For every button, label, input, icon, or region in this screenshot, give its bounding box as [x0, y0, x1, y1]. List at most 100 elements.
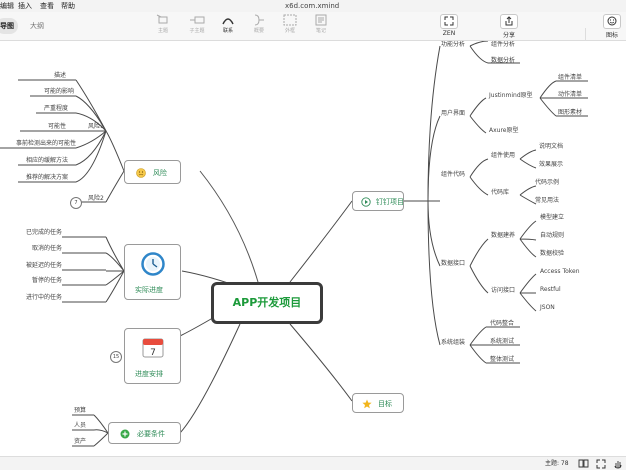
progress-item-delayed[interactable]: 被延迟的任务 — [25, 262, 62, 269]
library-item-usage[interactable]: 常见用法 — [535, 197, 560, 204]
access-interface-label[interactable]: 访问接口 — [491, 287, 516, 294]
relationship-button[interactable]: 联系 — [213, 14, 243, 40]
usage-item-demo[interactable]: 效果展示 — [539, 161, 564, 168]
feature-item-components[interactable]: 组件分析 — [491, 41, 516, 48]
window-title: x6d.com.xmind — [285, 2, 340, 10]
risk-item-likelihood[interactable]: 可能性 — [47, 123, 66, 130]
boundary-button[interactable]: 外框 — [275, 14, 305, 40]
risk-item-impact[interactable]: 可能的影响 — [43, 88, 74, 95]
progress-item-paused[interactable]: 暂停的任务 — [31, 277, 62, 284]
branch-actual-progress[interactable]: 实际进度 — [124, 244, 181, 300]
justinmind-label[interactable]: Justinmind原型 — [489, 92, 533, 99]
menu-bar: 编辑 插入 查看 帮助 x6d.com.xmind — [0, 0, 626, 12]
risk2-label[interactable]: 风险2 — [88, 195, 104, 202]
relationship-icon — [222, 18, 234, 25]
branch-requirements[interactable]: 必要条件 — [108, 422, 181, 444]
branch-milestones-title: 钉钉项目 — [376, 198, 404, 206]
tab-map-view[interactable]: 导图 — [0, 18, 18, 34]
assembly-item-overall-test[interactable]: 整体测试 — [490, 356, 515, 363]
build-item-model[interactable]: 模型建立 — [540, 214, 565, 221]
branch-schedule-title: 进度安排 — [135, 370, 163, 378]
access-item-json[interactable]: JSON — [540, 304, 555, 311]
progress-item-completed[interactable]: 已完成的任务 — [25, 229, 62, 236]
code-library-label[interactable]: 代码库 — [491, 189, 510, 196]
access-item-restful[interactable]: Restful — [540, 286, 561, 293]
zen-button[interactable]: ZEN — [434, 14, 464, 40]
book-icon[interactable] — [578, 459, 589, 468]
build-item-rules[interactable]: 自动规则 — [540, 232, 565, 239]
summary-button[interactable]: 概要 — [244, 14, 274, 40]
feature-analysis-label[interactable]: 功能分析 — [441, 41, 466, 48]
star-icon — [362, 399, 372, 409]
topic-button[interactable]: 主题 — [148, 14, 178, 40]
note-button[interactable]: 笔记 — [306, 14, 336, 40]
axure-label[interactable]: Axure原型 — [489, 127, 519, 134]
risk1-label[interactable]: 风险1 — [88, 123, 104, 130]
data-build-label[interactable]: 数据建养 — [491, 232, 516, 239]
zen-box — [440, 14, 458, 29]
progress-item-in-progress[interactable]: 进行中的任务 — [25, 294, 62, 301]
share-box — [500, 14, 518, 29]
topic-icon — [156, 14, 168, 24]
justinmind-item-actions[interactable]: 动作清单 — [558, 91, 583, 98]
boundary-label: 外框 — [284, 28, 295, 34]
status-bar: 主题: 78 — [0, 456, 626, 470]
feature-item-data[interactable]: 数据分析 — [491, 57, 516, 64]
collapsed-count-badge[interactable]: 15 — [110, 351, 122, 363]
build-item-validation[interactable]: 数据校验 — [540, 250, 565, 257]
menu-help[interactable]: 帮助 — [61, 2, 75, 10]
assembly-item-code-merge[interactable]: 代码整合 — [490, 320, 515, 327]
collapsed-count-badge[interactable]: 7 — [70, 197, 82, 209]
calendar-day: 7 — [150, 348, 156, 358]
branch-goal[interactable]: 目标 — [352, 393, 404, 413]
justinmind-item-assets[interactable]: 图形素材 — [558, 109, 583, 116]
branch-milestones[interactable]: 钉钉项目 — [352, 191, 404, 211]
branch-requirements-title: 必要条件 — [137, 430, 165, 438]
system-assembly-label[interactable]: 系统组装 — [441, 339, 466, 346]
fullscreen-icon — [444, 16, 454, 26]
share-button[interactable]: 分享 — [494, 14, 524, 40]
risk-item-solution[interactable]: 推荐的解决方案 — [25, 174, 68, 181]
worried-face-icon — [136, 168, 146, 178]
hand-icon[interactable] — [613, 459, 623, 469]
menu-view[interactable]: 查看 — [40, 2, 54, 10]
ui-label[interactable]: 用户界面 — [441, 110, 466, 117]
access-item-token[interactable]: Access Token — [540, 268, 580, 275]
zen-label: ZEN — [442, 30, 456, 37]
menu-insert[interactable]: 插入 — [18, 2, 32, 10]
share-label: 分享 — [502, 32, 515, 39]
component-usage-label[interactable]: 组件使用 — [491, 152, 516, 159]
data-interface-label[interactable]: 数据接口 — [441, 260, 466, 267]
mind-map-canvas[interactable]: APP开发项目 风险 风险1 风险2 7 描述 可能的影响 严重程度 可能性 事… — [0, 41, 626, 456]
central-topic[interactable]: APP开发项目 — [211, 282, 323, 324]
req-item-assets[interactable]: 资产 — [74, 438, 87, 445]
usage-item-docs[interactable]: 说明文档 — [539, 143, 564, 150]
menu-edit[interactable]: 编辑 — [0, 2, 14, 10]
toolbar-divider — [585, 28, 586, 48]
fit-screen-icon[interactable] — [596, 459, 606, 469]
risk-item-mitigation[interactable]: 相应的缓解方法 — [25, 157, 68, 164]
plus-circle-icon — [120, 429, 130, 439]
theme-label: 图标 — [605, 32, 618, 39]
branch-goal-title: 目标 — [378, 400, 392, 408]
risk-item-description[interactable]: 描述 — [53, 72, 66, 79]
note-label: 笔记 — [315, 28, 326, 34]
risk-item-detection[interactable]: 事前检测出来的可能性 — [15, 140, 76, 147]
tab-outline-view[interactable]: 大纲 — [30, 22, 44, 30]
library-item-examples[interactable]: 代码示例 — [535, 179, 560, 186]
risk-item-severity[interactable]: 严重程度 — [43, 105, 68, 112]
req-item-staff[interactable]: 人员 — [74, 422, 87, 429]
justinmind-item-components[interactable]: 组件清单 — [558, 74, 583, 81]
toolbar: 导图 大纲 主题 子主题 联系 概要 外框 笔记 — [0, 12, 626, 48]
subtopic-button[interactable]: 子主题 — [182, 14, 212, 40]
branch-risk[interactable]: 风险 — [124, 160, 181, 184]
component-code-label[interactable]: 组件代码 — [441, 171, 466, 178]
branch-schedule[interactable]: 7 进度安排 — [124, 328, 181, 384]
share-icon — [505, 16, 513, 26]
req-item-budget[interactable]: 预算 — [74, 407, 87, 414]
assembly-item-system-test[interactable]: 系统测试 — [490, 338, 515, 345]
progress-item-cancelled[interactable]: 取消的任务 — [31, 245, 62, 252]
relationship-label: 联系 — [222, 28, 233, 34]
calendar-icon: 7 — [142, 338, 164, 358]
theme-button[interactable]: 图标 — [597, 14, 626, 40]
